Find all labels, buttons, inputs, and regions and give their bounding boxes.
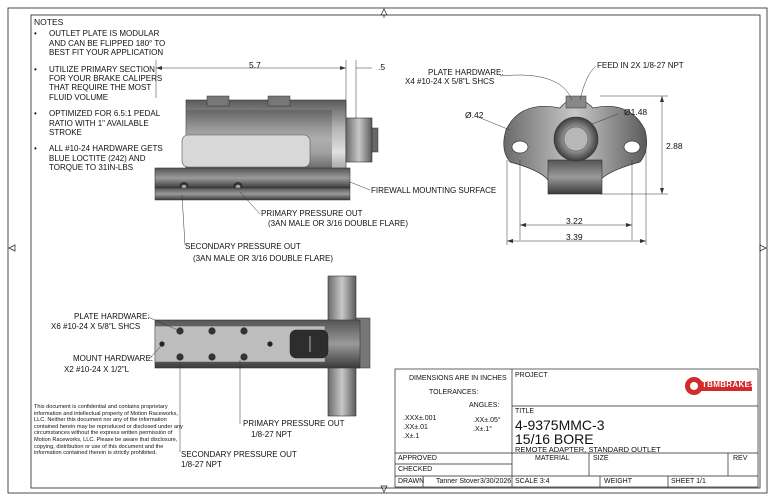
material-label: MATERIAL — [535, 455, 570, 462]
tol-xx: .XX±.01 — [403, 424, 428, 431]
note-item: OUTLET PLATE IS MODULAR AND CAN BE FLIPP… — [34, 29, 169, 57]
callout-secondary-npt-l1: SECONDARY PRESSURE OUT — [181, 450, 297, 459]
callout-primary-npt-l2: 1/8-27 NPT — [251, 430, 292, 439]
callout-plate-hw2-l2: X6 #10-24 X 5/8"L SHCS — [51, 322, 141, 331]
notes-panel: NOTES OUTLET PLATE IS MODULAR AND CAN BE… — [34, 17, 169, 180]
scale-label: SCALE 3:4 — [515, 478, 550, 485]
tol-xxx: .XXX±.001 — [403, 415, 437, 422]
callout-mount-hw-l2: X2 #10-24 X 1/2"L — [64, 365, 130, 374]
confidential-notice: This document is confidential and contai… — [34, 404, 183, 457]
note-item: OPTIMIZED FOR 6.5:1 PEDAL RATIO WITH 1" … — [34, 109, 169, 137]
callout-feed: FEED IN 2X 1/8-27 NPT — [597, 61, 684, 70]
drawn-label: DRAWN — [398, 478, 425, 485]
side-view — [154, 95, 379, 201]
dims-in: DIMENSIONS ARE IN INCHES — [409, 375, 507, 382]
callout-primary-npt-l1: PRIMARY PRESSURE OUT — [243, 419, 345, 428]
callout-plate-hw: PLATE HARDWARE: — [428, 68, 504, 77]
checked-label: CHECKED — [398, 466, 433, 473]
callout-mount-hw-l1: MOUNT HARDWARE: — [73, 354, 153, 363]
angles: ANGLES: — [469, 402, 500, 409]
callout-secondary-l2: (3AN MALE OR 3/16 DOUBLE FLARE) — [193, 254, 334, 263]
tolerance-block: DIMENSIONS ARE IN INCHES TOLERANCES: ANG… — [395, 369, 512, 453]
dim-hole-dia: Ø.42 — [465, 110, 484, 120]
notes-heading: NOTES — [34, 17, 64, 27]
callout-plate-hw-l1: PLATE HARDWARE: — [428, 68, 504, 77]
note-item: ALL #10-24 HARDWARE GETS BLUE LOCTITE (2… — [34, 144, 169, 172]
callout-secondary-npt-l2: 1/8-27 NPT — [181, 460, 222, 469]
dim-width: 3.39 — [566, 232, 583, 242]
callout-primary-l1: PRIMARY PRESSURE OUT — [261, 209, 363, 218]
end-view — [503, 95, 647, 195]
callout-plate-hw2-l1: PLATE HARDWARE: — [74, 312, 150, 321]
ang-x: .X±.1° — [473, 426, 493, 433]
bottom-view — [154, 275, 371, 417]
weight-label: WEIGHT — [604, 478, 632, 485]
title-line1: 4-9375MMC-3 — [515, 417, 605, 433]
subtitle: REMOTE ADAPTER, STANDARD OUTLET — [515, 445, 661, 454]
dim-height: 2.88 — [666, 141, 683, 151]
callout-plate-hw-l2: X4 #10-24 X 5/8"L SHCS — [405, 77, 495, 86]
title-line2: 15/16 BORE — [515, 431, 594, 447]
dim-length: 5.7 — [249, 60, 261, 70]
note-item: UTILIZE PRIMARY SECTION FOR YOUR BRAKE C… — [34, 65, 169, 103]
tbm-logo: TBMBRAKES — [684, 375, 756, 397]
tbm-logo-text: TBMBRAKES — [702, 380, 756, 389]
tolerances: TOLERANCES: — [429, 389, 479, 396]
dim-bore-dia: Ø1.48 — [624, 107, 648, 117]
callout-secondary-l1: SECONDARY PRESSURE OUT — [185, 242, 301, 251]
ang-xx: .XX±.05° — [473, 417, 501, 424]
callout-primary-l2: (3AN MALE OR 3/16 DOUBLE FLARE) — [268, 219, 409, 228]
project-label: PROJECT — [515, 372, 548, 379]
approved-label: APPROVED — [398, 455, 437, 462]
sheet-label: SHEET 1/1 — [671, 478, 706, 485]
drawn-by: Tanner Stover — [436, 478, 480, 485]
title-block-grid — [394, 368, 759, 488]
dim-hole-spacing: 3.22 — [566, 216, 583, 226]
title-label: TITLE — [515, 408, 535, 415]
rev-label: REV — [733, 455, 748, 462]
dim-small: .5 — [378, 62, 386, 72]
tol-x: .X±.1 — [403, 433, 420, 440]
size-label: SIZE — [593, 455, 609, 462]
drawn-date: 3/30/2026 — [480, 478, 512, 485]
callout-firewall: FIREWALL MOUNTING SURFACE — [371, 186, 497, 195]
